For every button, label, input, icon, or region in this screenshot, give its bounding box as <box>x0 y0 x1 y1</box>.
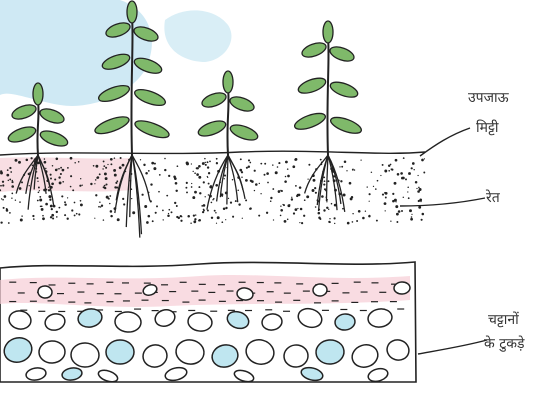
rock-layer <box>0 262 416 384</box>
label-rock-pieces-line2: के टुकड़े <box>484 336 525 353</box>
label-fertile-soil-line2: मिट्टी <box>476 120 498 137</box>
label-sand: रेत <box>486 190 500 207</box>
topsoil-layer <box>0 151 425 231</box>
label-rock-pieces: चट्टानों <box>488 312 519 329</box>
pointer-rock-pieces <box>418 340 487 354</box>
pointer-fertile-soil <box>420 128 470 156</box>
label-fertile-soil: उपजाऊ <box>468 90 509 107</box>
